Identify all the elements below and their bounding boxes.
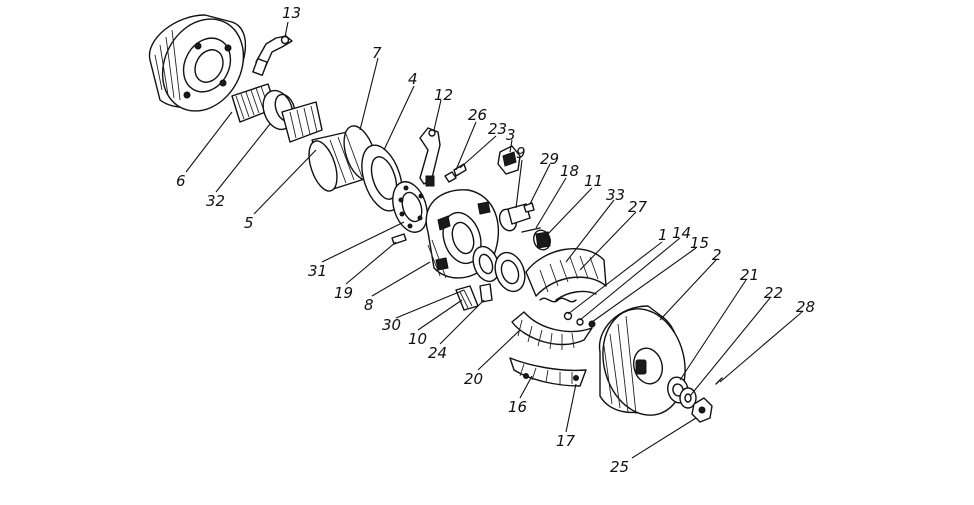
callout-19: 19 (334, 284, 353, 302)
callout-22: 22 (764, 284, 783, 302)
bolt-26-23 (444, 163, 467, 183)
callout-20: 20 (464, 370, 483, 388)
callout-labels: 13 7 4 12 26 23 3 9 29 18 11 33 27 1 14 … (176, 4, 815, 476)
upper-drum (148, 14, 247, 112)
callout-16: 16 (508, 398, 527, 416)
brake-shoe-upper (525, 247, 607, 301)
hub-parts (667, 376, 723, 423)
callout-29: 29 (540, 150, 559, 168)
callout-3: 3 (506, 126, 516, 144)
callout-26: 26 (468, 106, 487, 124)
callout-9: 9 (516, 144, 526, 162)
callout-11: 11 (584, 172, 603, 190)
callout-25: 25 (610, 458, 629, 476)
leader-lines (185, 21, 803, 459)
callout-10: 10 (408, 330, 427, 348)
shaft-assembly (231, 83, 428, 233)
callout-6: 6 (176, 172, 186, 190)
key-19 (391, 233, 407, 245)
callout-33: 33 (606, 186, 625, 204)
callout-14: 14 (672, 224, 691, 242)
pin-group (498, 202, 551, 251)
callout-32: 32 (206, 192, 225, 210)
callout-24: 24 (428, 344, 447, 362)
callout-5: 5 (244, 214, 254, 232)
callout-4: 4 (408, 70, 418, 88)
brake-shoe-lower (511, 297, 596, 350)
lever-12 (419, 127, 441, 187)
rings-bolts (455, 245, 526, 311)
callout-28: 28 (796, 298, 815, 316)
callout-1: 1 (658, 226, 668, 244)
lever-13 (252, 35, 293, 76)
callout-2: 2 (712, 246, 722, 264)
callout-15: 15 (690, 234, 709, 252)
callout-31: 31 (308, 262, 327, 280)
callout-13: 13 (282, 4, 301, 22)
callout-18: 18 (560, 162, 579, 180)
callout-21: 21 (740, 266, 759, 284)
block-3 (497, 145, 521, 175)
lining-16 (509, 357, 587, 387)
callout-12: 12 (434, 86, 453, 104)
callout-27: 27 (628, 198, 648, 216)
callout-23: 23 (488, 120, 507, 138)
callout-7: 7 (372, 44, 382, 62)
callout-8: 8 (364, 296, 374, 314)
brake-drum-2 (598, 305, 686, 416)
callout-17: 17 (556, 432, 576, 450)
callout-30: 30 (382, 316, 401, 334)
